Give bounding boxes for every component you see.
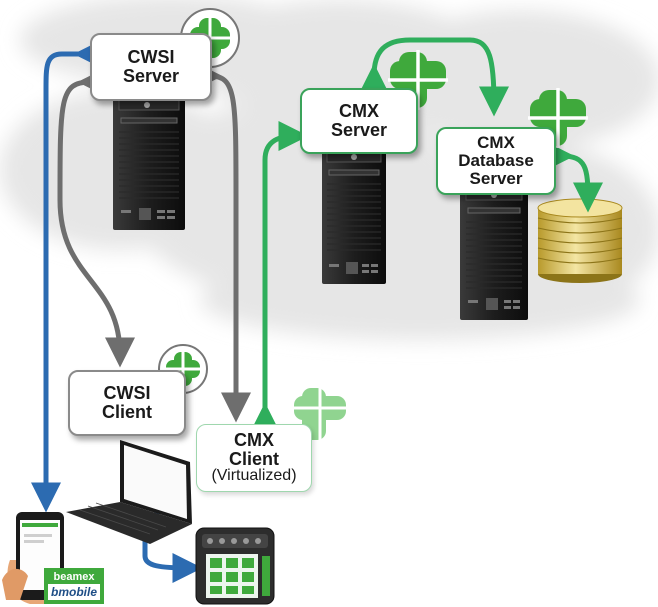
cmx-db-label-line3: Server — [469, 168, 523, 188]
cmx-server-label-line2: Server — [330, 120, 388, 140]
cmx-client-label-line3: (Virtualized) — [211, 467, 297, 485]
cmx-server-to-database-server-arrow — [358, 37, 509, 117]
cwsi-client-box: CWSI Client — [68, 370, 186, 436]
cwsi-client-label-line2: Client — [101, 402, 152, 422]
laptop-to-calibrator-arrow — [130, 512, 203, 583]
cwsi-server-label-line1: CWSI — [127, 47, 175, 68]
brand-name: beamex — [54, 571, 96, 583]
cwsi-server-to-cmx-client-arrow — [192, 60, 251, 423]
cmx-client-box: CMX Client (Virtualized) — [196, 424, 312, 492]
cwsi-server-tower-icon — [113, 96, 185, 230]
database-icon — [537, 198, 623, 283]
cmx-database-server-tower-icon — [460, 186, 528, 320]
blue-connectors — [31, 39, 203, 583]
green-connectors — [250, 37, 603, 433]
laptop-icon — [66, 440, 192, 544]
calibrator-icon — [195, 527, 275, 605]
cmx-client-label-line1: CMX — [234, 429, 274, 450]
cwsi-server-to-mobile-arrow — [31, 39, 104, 513]
cmx-db-label-line1: CMX — [477, 133, 515, 153]
cmx-database-server-box: CMX Database Server — [436, 127, 556, 195]
cmx-server-tower-icon — [322, 148, 386, 284]
cwsi-server-box: CWSI Server — [90, 33, 212, 101]
bmobile-badge: beamex bmobile — [44, 568, 104, 604]
cwsi-server-label-line2: Server — [122, 66, 180, 86]
cmx-db-label-line2: Database — [458, 151, 534, 171]
product-name: bmobile — [51, 585, 97, 599]
cmx-server-box: CMX Server — [300, 88, 418, 154]
cwsi-client-label-line1: CWSI — [103, 383, 151, 404]
cmx-server-label-line1: CMX — [339, 101, 379, 122]
cmx-client-to-cmx-server-arrow — [250, 121, 309, 433]
database-server-to-database-arrow — [544, 140, 603, 213]
cmx-client-label-line2: Client — [228, 448, 279, 469]
